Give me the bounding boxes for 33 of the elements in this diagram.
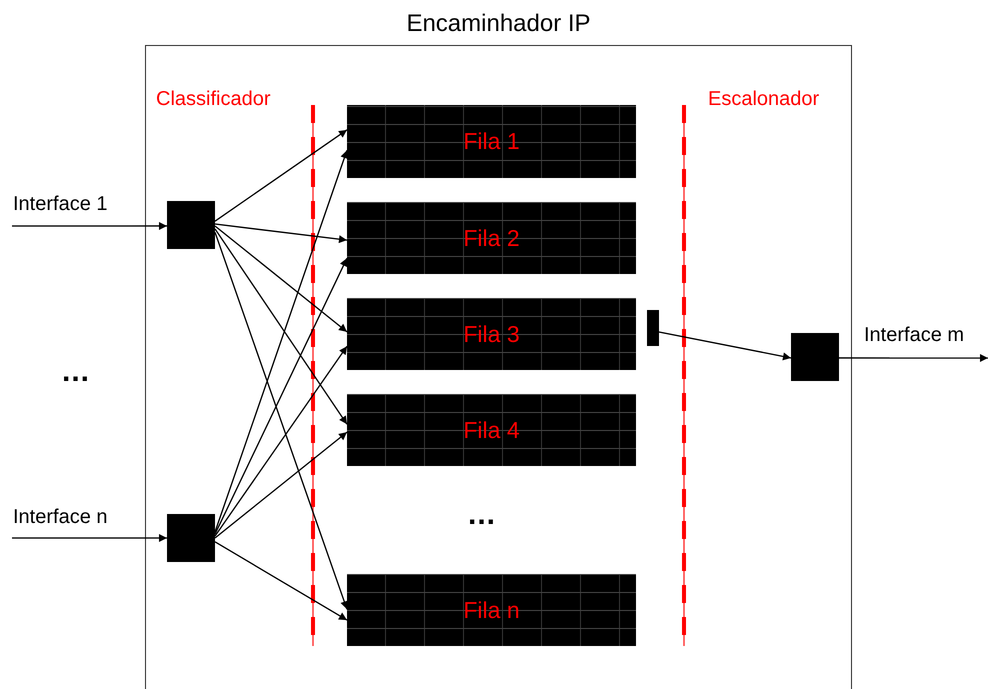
arrow: [839, 354, 988, 362]
arrow: [214, 228, 348, 425]
queue-box: [347, 105, 636, 178]
arrow: [214, 232, 348, 610]
queue-label: Fila 3: [463, 320, 520, 348]
queue-label: Fila 1: [463, 128, 520, 155]
arrow: [658, 331, 792, 360]
interface-block: [167, 514, 215, 562]
arrow: [214, 258, 348, 534]
queue-box: [347, 574, 636, 646]
packet-block: [647, 310, 659, 346]
arrow: [214, 225, 348, 332]
router-title: Encaminhador IP: [405, 10, 592, 38]
classifier-label: Classificador: [156, 88, 270, 111]
arrow: [214, 541, 348, 621]
queue-label: Fila 4: [463, 416, 520, 444]
queue-box: [347, 202, 636, 274]
scheduler-label: Escalonador: [708, 88, 820, 111]
ellipsis: ...: [62, 355, 90, 389]
arrow: [12, 222, 167, 230]
arrow: [214, 346, 348, 536]
arrow: [12, 534, 167, 542]
arrow: [214, 129, 348, 222]
arrow: [214, 150, 348, 532]
arrow: [214, 432, 348, 538]
arrow: [214, 223, 348, 244]
queue-label: Fila 2: [463, 224, 520, 252]
queue-box: [347, 394, 636, 466]
interface-block: [167, 201, 215, 249]
queue-box: [347, 298, 636, 370]
queue-label: Fila n: [463, 596, 520, 624]
interface-block: [791, 333, 839, 381]
ellipsis: ...: [468, 498, 496, 532]
